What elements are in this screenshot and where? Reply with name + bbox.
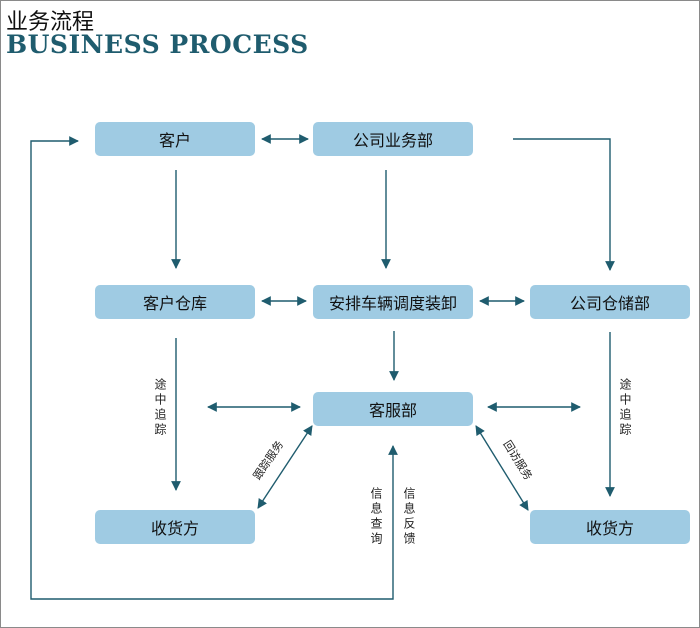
label-tracking-left: 途中追踪 [153, 378, 167, 438]
node-receiver-left: 收货方 [95, 510, 255, 544]
node-service: 客服部 [313, 392, 473, 426]
label-tracking-right: 途中追踪 [618, 378, 632, 438]
arrow-feedback-loop [30, 136, 398, 600]
node-company-storage: 公司仓储部 [530, 285, 690, 319]
node-business-dept: 公司业务部 [313, 122, 473, 156]
page-title-en: BUSINESS PROCESS [6, 30, 309, 59]
arrow-business-storage [513, 138, 615, 271]
arrow-service-receiver-right [475, 425, 529, 511]
node-customer: 客户 [95, 122, 255, 156]
page-title-cn: 业务流程 [6, 10, 95, 35]
node-dispatch: 安排车辆调度装卸 [313, 285, 473, 319]
label-info-query: 信息查询 [369, 487, 383, 547]
node-receiver-right: 收货方 [530, 510, 690, 544]
node-customer-warehouse: 客户仓库 [95, 285, 255, 319]
label-info-feedback: 信息反馈 [402, 487, 416, 547]
